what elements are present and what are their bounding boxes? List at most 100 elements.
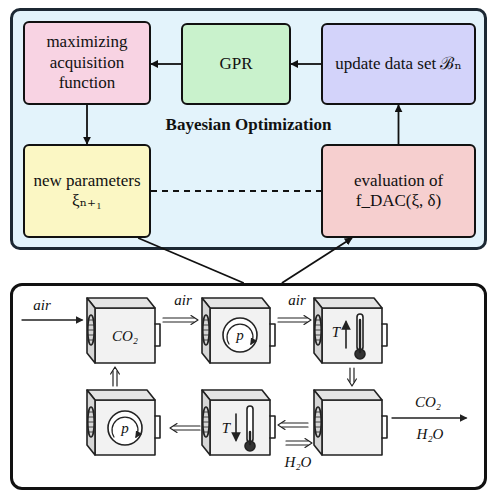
thermometer <box>247 406 253 442</box>
chamber-side <box>314 390 322 455</box>
chamber-top <box>87 298 155 308</box>
fan-blade <box>203 325 209 326</box>
chamber-top <box>314 390 382 400</box>
illustration-label: p <box>121 421 129 436</box>
process-box: maximizing acquisition function <box>23 21 151 105</box>
fan-blade <box>88 325 94 326</box>
illustration-label: air <box>33 298 51 313</box>
flow-arrow <box>174 429 200 430</box>
fan-blade <box>203 432 209 433</box>
chamber-tab <box>155 324 160 346</box>
pressure-gauge <box>108 411 142 445</box>
connector-arrow <box>291 63 321 65</box>
flow-arrow-head <box>278 421 285 430</box>
chamber-tab <box>155 416 160 438</box>
flow-arrow-head <box>191 316 198 325</box>
illustration-label: CO₂ <box>415 395 441 410</box>
chamber-top <box>87 390 155 400</box>
box-text: GPR <box>219 54 252 74</box>
fan-blade <box>203 335 209 336</box>
fan <box>315 315 321 345</box>
chamber-top <box>202 390 270 400</box>
fan-blade <box>88 340 94 341</box>
flow-arrow-head <box>304 316 311 325</box>
process-box: update data set ℬₙ <box>321 23 476 105</box>
temperature-drop-arrow <box>235 414 237 440</box>
fan-blade <box>88 330 94 331</box>
fan-blade <box>315 412 321 413</box>
flow-arrow <box>116 371 117 386</box>
fan-blade <box>203 320 209 321</box>
fan-blade <box>315 340 321 341</box>
box-text: update data set ℬₙ <box>335 54 462 74</box>
chamber-side <box>202 390 210 455</box>
chamber-front <box>95 308 155 363</box>
chamber-side <box>202 298 210 363</box>
illustration-label: air <box>174 293 192 308</box>
chamber-front <box>210 400 270 455</box>
air-arrow <box>22 319 82 320</box>
chamber-front <box>95 400 155 455</box>
fan-blade <box>203 427 209 428</box>
fan-blade <box>88 432 94 433</box>
fan-blade <box>315 432 321 433</box>
air-arrow <box>392 417 466 418</box>
illustration-label: air <box>288 293 306 308</box>
flow-arrow-head <box>170 424 177 433</box>
fan-blade <box>315 320 321 321</box>
chamber-tab <box>382 416 387 438</box>
fan <box>88 407 94 437</box>
gauge-arrow <box>112 417 138 437</box>
process-box: GPR <box>181 23 291 105</box>
fan <box>88 315 94 345</box>
chamber-side <box>314 298 322 363</box>
bayesian-optimization-frame: Bayesian Optimizationmaximizing acquisit… <box>10 8 487 250</box>
fan-blade <box>88 417 94 418</box>
fan-blade <box>203 422 209 423</box>
thermometer <box>357 314 363 350</box>
gauge-arrow <box>227 324 253 344</box>
box-text: new parameters ξₙ₊₁ <box>32 171 142 212</box>
chamber-side <box>87 390 95 455</box>
flow-arrow-head <box>111 367 120 374</box>
fan-blade <box>203 417 209 418</box>
connector-arrow <box>398 105 400 144</box>
temperature-rise-arrow <box>345 322 347 348</box>
flow-arrow-head <box>305 439 312 448</box>
chamber-front <box>322 308 382 363</box>
flow-arrow <box>163 321 194 322</box>
fan-blade <box>203 340 209 341</box>
fan-blade <box>315 335 321 336</box>
box-text: maximizing acquisition function <box>32 32 142 93</box>
dac-process-panel: airCO₂airpairTCO₂H₂OH₂OTp <box>10 283 487 490</box>
mercury <box>249 432 251 444</box>
illustration-label: T <box>332 325 340 340</box>
fan-blade <box>88 427 94 428</box>
flow-arrow <box>278 317 307 318</box>
thermometer-bulb <box>245 441 255 451</box>
fan-blade <box>315 325 321 326</box>
flow-arrow <box>286 444 308 445</box>
flow-arrow <box>286 440 308 441</box>
fan <box>203 315 209 345</box>
chamber-front <box>210 308 270 363</box>
connector-arrow <box>138 238 244 283</box>
flow-arrow <box>163 317 194 318</box>
dashed-connector <box>151 190 321 192</box>
flow-arrow <box>278 321 307 322</box>
flow-arrow <box>349 368 350 382</box>
process-box: evaluation of f_DAC(ξ, δ) <box>321 144 476 238</box>
connector-arrow <box>282 238 352 283</box>
chamber-top <box>202 298 270 308</box>
chamber-front <box>322 400 382 455</box>
fan-blade <box>315 330 321 331</box>
mercury <box>359 320 361 352</box>
fan-blade <box>203 412 209 413</box>
fan <box>315 407 321 437</box>
illustration-label: CO₂ <box>112 329 138 344</box>
illustration-label: H₂O <box>417 427 444 442</box>
fan <box>203 407 209 437</box>
flow-arrow <box>112 371 113 386</box>
flow-arrow <box>174 425 200 426</box>
